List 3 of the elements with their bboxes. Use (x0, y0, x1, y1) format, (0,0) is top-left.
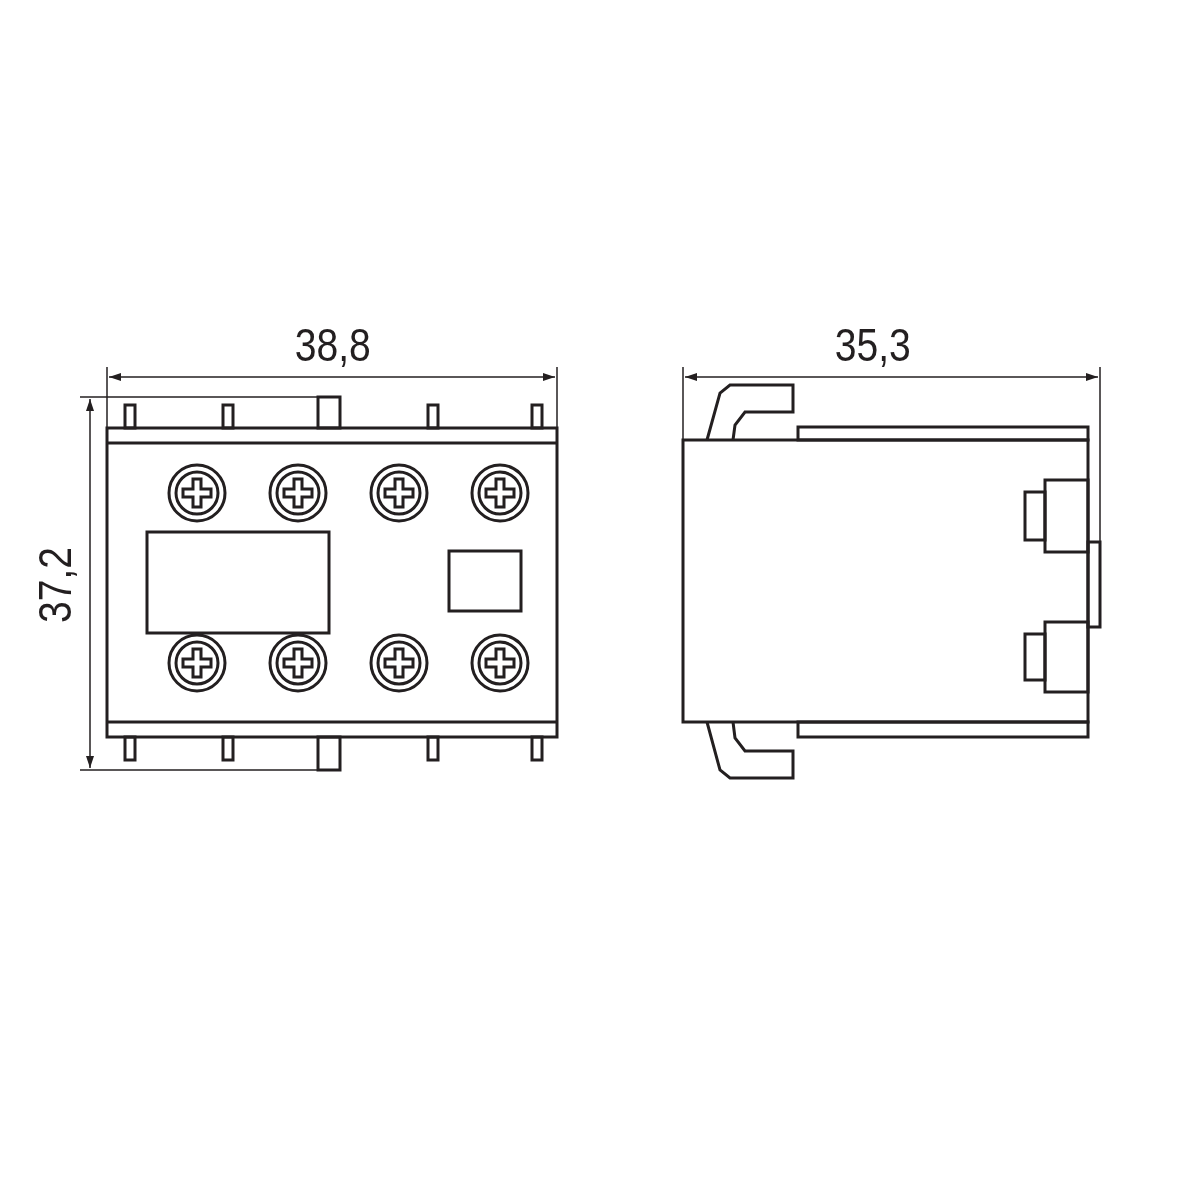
dimension-label: 38,8 (294, 322, 371, 368)
dimension-label: 37,2 (31, 546, 78, 624)
dimension-label: 35,3 (834, 322, 911, 368)
